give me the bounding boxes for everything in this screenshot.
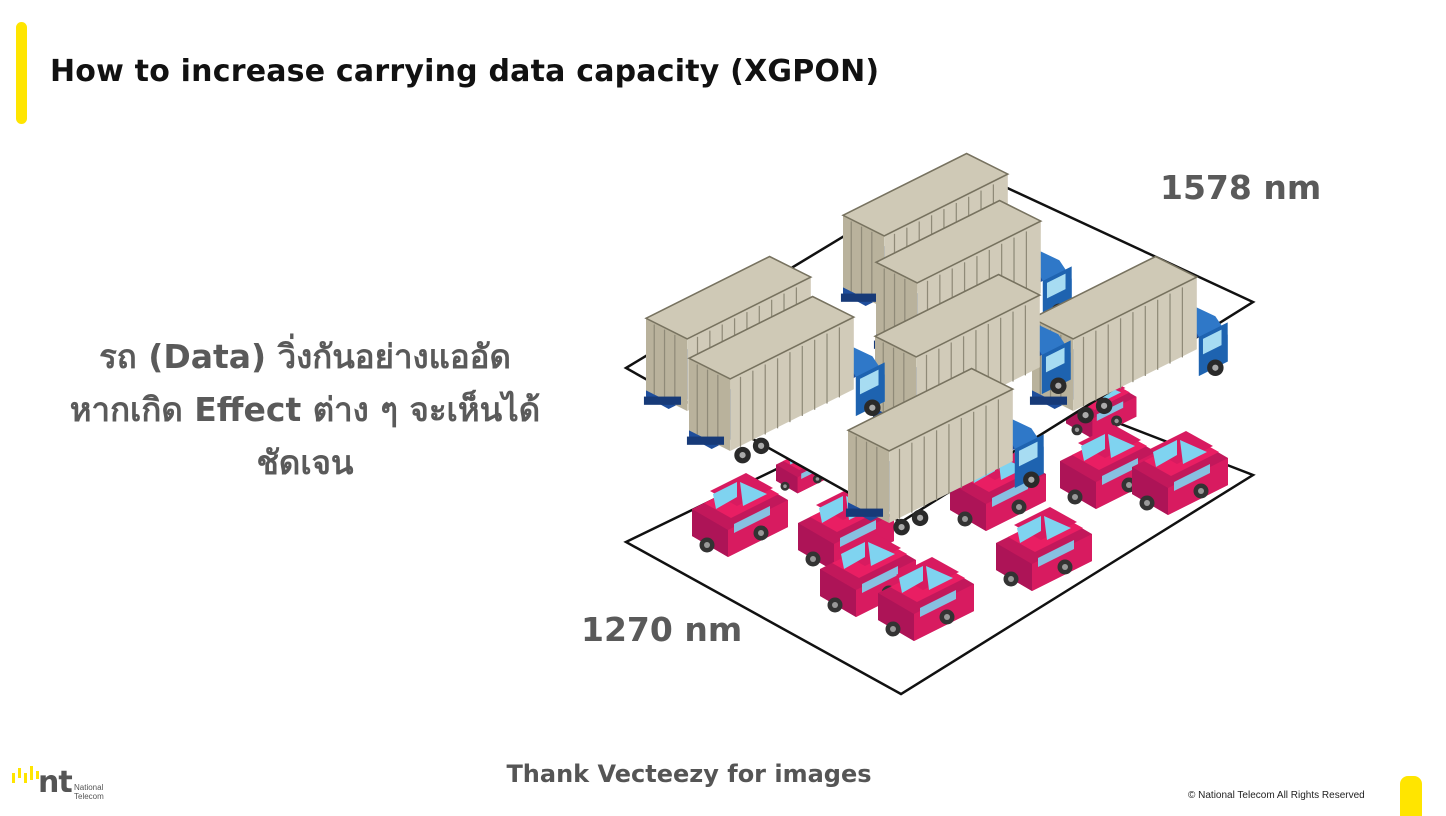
body-line-3: ชัดเจน	[256, 443, 354, 482]
accent-bar	[16, 22, 27, 124]
body-line-1: รถ (Data) วิ่งกันอย่างแออัด	[99, 337, 511, 376]
logo-subtitle: National Telecom	[74, 783, 104, 801]
upper-layer-label: 1578 nm	[1160, 168, 1322, 207]
image-credit-text: Thank Vecteezy for images	[506, 760, 872, 788]
logo-signal-icon	[12, 766, 39, 783]
corner-accent-bar	[1400, 776, 1422, 816]
body-line-2: หากเกิด Effect ต่าง ๆ จะเห็นได้	[69, 390, 541, 429]
logo-text: nt	[38, 765, 73, 800]
image-credit: Thank Vecteezy for images	[0, 760, 1446, 788]
logo-sub-line-1: National	[74, 783, 104, 792]
logo-sub-line-2: Telecom	[74, 792, 104, 801]
body-text: รถ (Data) วิ่งกันอย่างแออัด หากเกิด Effe…	[40, 330, 570, 489]
slide-title: How to increase carrying data capacity (…	[50, 54, 880, 89]
nt-logo-icon: nt National Telecom	[10, 765, 120, 805]
copyright-text: © National Telecom All Rights Reserved	[1188, 790, 1365, 801]
lower-layer-label: 1270 nm	[581, 610, 743, 649]
